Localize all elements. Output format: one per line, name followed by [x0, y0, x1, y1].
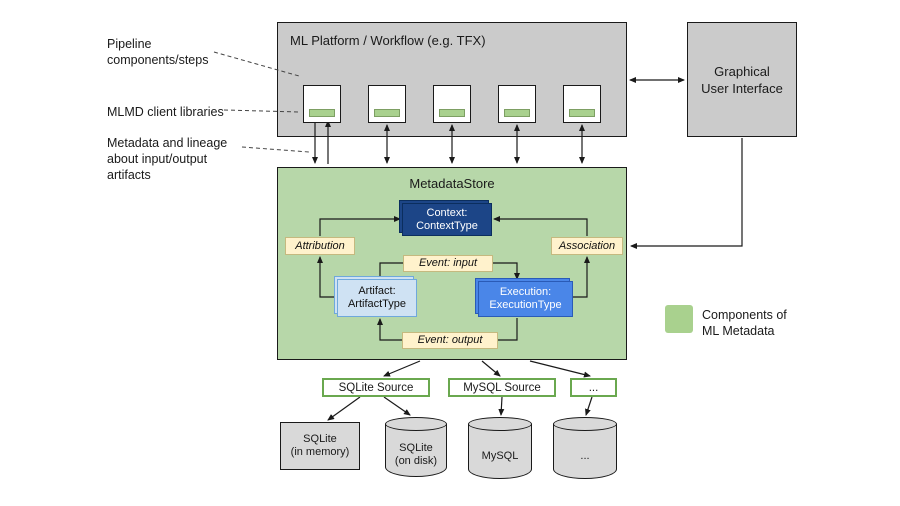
artifact-node: Artifact: ArtifactType: [334, 276, 417, 317]
sqlite-disk-db: SQLite (on disk): [385, 417, 447, 477]
cylinder-top: [385, 417, 447, 431]
pipeline-component-box-2: [368, 85, 406, 123]
mlmd-client-library-bar: [569, 109, 595, 117]
pipeline-component-box-3: [433, 85, 471, 123]
metadata-lineage-label: Metadata and lineage about input/output …: [107, 136, 228, 182]
legend-green-swatch: [665, 305, 693, 333]
pipeline-components-label: Pipeline components/steps: [107, 37, 209, 67]
cylinder-top: [468, 417, 532, 431]
event-output-node: Event: output: [402, 332, 498, 349]
pipeline-component-box-4: [498, 85, 536, 123]
more-db-label: ...: [580, 449, 590, 462]
cylinder-body: [553, 424, 617, 479]
mysql-source-box: MySQL Source: [448, 378, 556, 397]
association-node: Association: [551, 237, 623, 255]
mysql-db: MySQL: [468, 417, 532, 479]
ml-platform-title: ML Platform / Workflow (e.g. TFX): [290, 33, 486, 48]
sqlite-disk-db-label: SQLite (on disk): [394, 442, 438, 467]
cylinder-body: [468, 424, 532, 479]
pipeline-component-box-1: [303, 85, 341, 123]
sqlite-source-box: SQLite Source: [322, 378, 430, 397]
gui-box: Graphical User Interface: [687, 22, 797, 137]
sqlite-memory-db: SQLite (in memory): [280, 422, 360, 470]
mysql-db-label: MySQL: [481, 449, 519, 462]
context-node: Context: ContextType: [399, 200, 492, 236]
mlmd-client-library-bar: [374, 109, 400, 117]
cylinder-top: [553, 417, 617, 431]
metadata-store-title: MetadataStore: [409, 176, 495, 191]
legend-label: Components of ML Metadata: [702, 308, 787, 338]
mlmd-client-library-bar: [309, 109, 335, 117]
more-db: ...: [553, 417, 617, 479]
cylinder-body: [385, 424, 447, 477]
pipeline-component-box-5: [563, 85, 601, 123]
execution-node: Execution: ExecutionType: [475, 278, 573, 317]
event-input-node: Event: input: [403, 255, 493, 272]
mlmd-client-library-bar: [504, 109, 530, 117]
mlmd-client-libraries-label: MLMD client libraries: [107, 105, 224, 119]
mlmd-client-library-bar: [439, 109, 465, 117]
more-source-box: ...: [570, 378, 617, 397]
attribution-node: Attribution: [285, 237, 355, 255]
